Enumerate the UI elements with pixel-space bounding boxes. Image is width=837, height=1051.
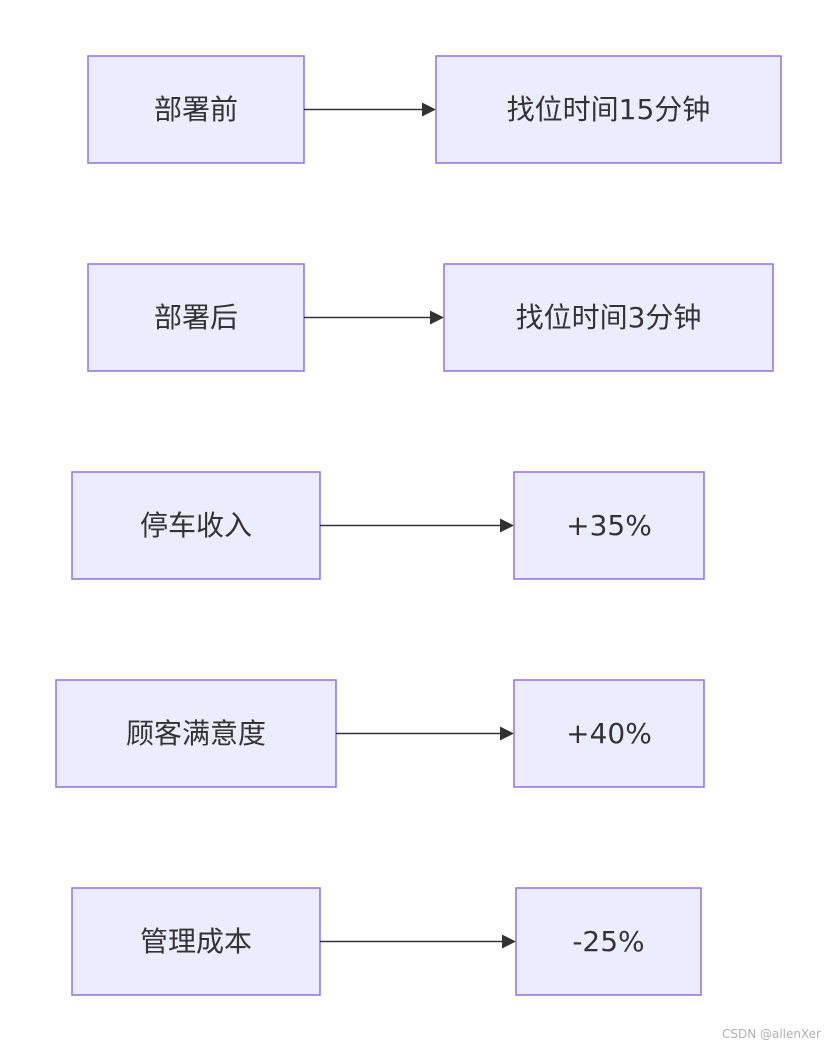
svg-text:管理成本: 管理成本 — [140, 925, 252, 958]
diagram-row-after: 部署后 找位时间3分钟 — [87, 263, 774, 372]
svg-text:找位时间3分钟: 找位时间3分钟 — [516, 301, 702, 334]
svg-text:+35%: +35% — [566, 509, 652, 542]
edge-revenue-to-change — [320, 518, 514, 533]
svg-text:顾客满意度: 顾客满意度 — [126, 717, 266, 750]
edge-satisfaction-to-change — [336, 726, 514, 741]
diagram-row-parking-revenue: 停车收入 +35% — [71, 471, 705, 580]
diagram-row-satisfaction: 顾客满意度 +40% — [55, 679, 705, 788]
diagram-row-management-cost: 管理成本 -25% — [71, 887, 702, 996]
node-search-time-3min: 找位时间3分钟 — [443, 263, 774, 372]
node-satisfaction-change: +40% — [513, 679, 705, 788]
svg-text:部署前: 部署前 — [154, 93, 238, 126]
node-before-deployment: 部署前 — [87, 55, 305, 164]
node-revenue-change: +35% — [513, 471, 705, 580]
node-cost-change: -25% — [515, 887, 702, 996]
node-after-deployment: 部署后 — [87, 263, 305, 372]
svg-text:停车收入: 停车收入 — [140, 509, 252, 542]
node-parking-revenue: 停车收入 — [71, 471, 321, 580]
node-search-time-15min: 找位时间15分钟 — [435, 55, 782, 164]
svg-text:+40%: +40% — [566, 717, 652, 750]
edge-before-to-search-time — [304, 102, 436, 117]
diagram-row-before: 部署前 找位时间15分钟 — [87, 55, 782, 164]
edge-cost-to-change — [320, 934, 516, 949]
svg-text:-25%: -25% — [572, 925, 644, 958]
node-management-cost: 管理成本 — [71, 887, 321, 996]
svg-text:找位时间15分钟: 找位时间15分钟 — [507, 93, 711, 126]
svg-text:部署后: 部署后 — [154, 301, 238, 334]
edge-after-to-search-time — [304, 310, 444, 325]
node-customer-satisfaction: 顾客满意度 — [55, 679, 337, 788]
watermark: CSDN @allenXer — [721, 1027, 821, 1041]
